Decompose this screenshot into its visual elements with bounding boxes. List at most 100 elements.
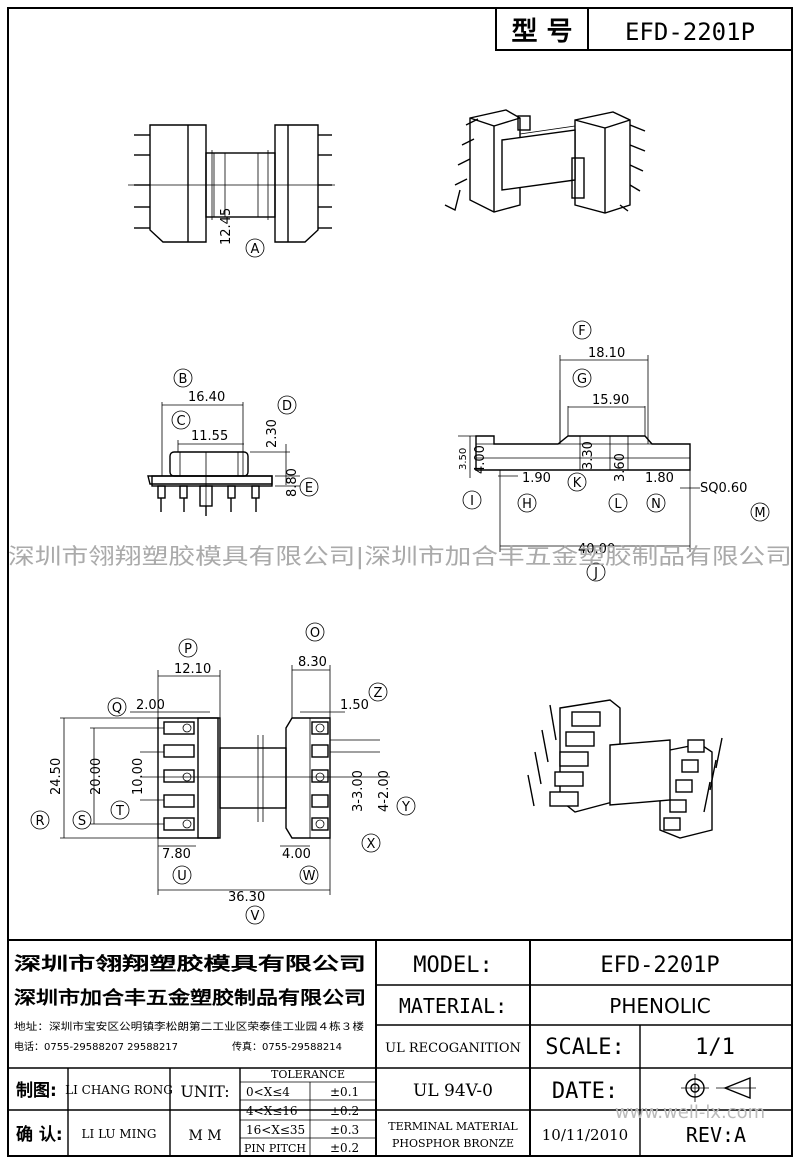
label-T: T <box>110 800 130 820</box>
svg-text:O: O <box>310 626 320 641</box>
svg-text:Q: Q <box>112 701 122 716</box>
label-J: J <box>586 562 606 582</box>
label-Y: Y <box>396 796 416 816</box>
dim-1-80: 1.80 <box>645 471 674 486</box>
svg-text:C: C <box>176 414 185 429</box>
dim-4-00-b: 4.00 <box>282 847 311 862</box>
top-view: 12.45 A <box>128 124 335 258</box>
scale-value: 1/1 <box>695 1035 735 1060</box>
label-Q: Q <box>107 697 127 717</box>
model-label: MODEL: <box>413 953 492 978</box>
svg-text:I: I <box>470 494 474 509</box>
type-value: EFD-2201P <box>625 18 755 46</box>
drawn-by: LI CHANG RONG <box>65 1083 173 1097</box>
dim-15-90: 15.90 <box>592 393 629 408</box>
dim-1-90: 1.90 <box>522 471 551 486</box>
label-E: E <box>299 477 319 497</box>
label-I: I <box>462 490 482 510</box>
svg-text:S: S <box>78 814 86 829</box>
tol-range-2: 4<X≤16 <box>246 1104 298 1118</box>
label-C: C <box>171 410 191 430</box>
label-W: W <box>299 865 319 885</box>
label-V: V <box>245 905 265 925</box>
svg-text:T: T <box>115 804 124 819</box>
label-S: S <box>72 810 92 830</box>
dim-3-30: 3.30 <box>581 441 596 470</box>
tol-value-1: ±0.1 <box>330 1085 359 1099</box>
side-view: 16.40 11.55 2.30 8.80 B C D E <box>147 368 319 516</box>
svg-text:E: E <box>305 481 313 496</box>
isometric-view-bottom <box>527 699 723 839</box>
title-block: 深圳市翎翔塑胶模具有限公司 深圳市加合丰五金塑胶制品有限公司 地址：深圳市宝安区… <box>8 939 792 1156</box>
dim-8-80: 8.80 <box>285 468 300 497</box>
front-view: 18.10 15.90 3.50 4.00 1.90 3.30 3.60 1.8… <box>458 320 770 582</box>
dim-40-00: 40.00 <box>578 542 615 557</box>
tol-value-4: ±0.2 <box>330 1141 359 1155</box>
svg-text:D: D <box>282 399 292 414</box>
dim-12-45: 12.45 <box>219 208 234 245</box>
label-K: K <box>567 472 587 492</box>
dim-20-00: 20.00 <box>89 758 104 795</box>
svg-text:M: M <box>754 506 765 521</box>
dim-18-10: 18.10 <box>588 346 625 361</box>
dim-4-00: 4.00 <box>473 445 488 474</box>
type-label: 型 号 <box>511 17 572 47</box>
svg-text:A: A <box>251 242 260 257</box>
material-value: PHENOLIC <box>609 994 710 1018</box>
drawn-label: 制图: <box>16 1080 57 1101</box>
dim-3-60: 3.60 <box>613 453 628 482</box>
tol-range-4: PIN PITCH <box>244 1142 306 1155</box>
svg-text:W: W <box>303 869 316 884</box>
tol-value-2: ±0.2 <box>330 1104 359 1118</box>
svg-text:J: J <box>593 566 598 581</box>
revision: REV:A <box>686 1123 746 1147</box>
company-address: 地址：深圳市宝安区公明镇李松朗第二工业区荣泰佳工业园４栋３楼 <box>14 1020 364 1033</box>
checked-by: LI LU MING <box>82 1127 157 1141</box>
unit-value: M M <box>188 1128 221 1144</box>
label-M: M <box>750 502 770 522</box>
dim-36-30: 36.30 <box>228 890 265 905</box>
label-H: H <box>517 493 537 513</box>
date-value: 10/11/2010 <box>542 1126 628 1144</box>
dim-7-80: 7.80 <box>162 847 191 862</box>
svg-text:N: N <box>651 497 661 512</box>
material-label: MATERIAL: <box>399 994 507 1018</box>
tol-value-3: ±0.3 <box>330 1123 359 1137</box>
svg-text:H: H <box>522 497 532 512</box>
dim-16-40: 16.40 <box>188 390 225 405</box>
isometric-view-top <box>444 109 646 214</box>
dim-11-55: 11.55 <box>191 429 228 444</box>
svg-text:V: V <box>251 909 260 924</box>
terminal-label: TERMINAL MATERIAL <box>388 1120 518 1133</box>
svg-text:K: K <box>573 476 582 491</box>
ul-label: UL RECOGANITION <box>385 1041 521 1056</box>
dim-1-50: 1.50 <box>340 698 369 713</box>
label-N: N <box>646 493 666 513</box>
unit-label: UNIT: <box>180 1082 229 1101</box>
label-A: A <box>245 238 265 258</box>
bottom-view: 12.10 8.30 2.00 1.50 24.50 20.00 10.00 3… <box>30 622 416 925</box>
svg-text:B: B <box>179 372 188 387</box>
tol-range-1: 0<X≤4 <box>246 1085 290 1099</box>
svg-text:U: U <box>177 869 187 884</box>
label-U: U <box>172 865 192 885</box>
label-F: F <box>572 320 592 340</box>
dim-2-00: 2.00 <box>136 698 165 713</box>
watermark-url: www.well-lx.com <box>615 1102 765 1123</box>
tol-range-3: 16<X≤35 <box>246 1123 305 1137</box>
terminal-value: PHOSPHOR BRONZE <box>392 1137 514 1150</box>
date-label: DATE: <box>552 1079 618 1104</box>
svg-text:Y: Y <box>401 800 410 815</box>
svg-text:Z: Z <box>374 686 383 701</box>
tolerance-title: TOLERANCE <box>271 1068 345 1081</box>
dim-8-30: 8.30 <box>298 655 327 670</box>
dim-24-50: 24.50 <box>49 758 64 795</box>
company-name-2: 深圳市加合丰五金塑胶制品有限公司 <box>14 987 366 1009</box>
checked-label: 确 认: <box>16 1124 63 1145</box>
ul-value: UL 94V-0 <box>413 1081 493 1101</box>
company-watermark-line: 深圳市翎翔塑胶模具有限公司|深圳市加合丰五金塑胶制品有限公司 <box>8 545 792 570</box>
scale-label: SCALE: <box>545 1035 624 1060</box>
label-G: G <box>572 368 592 388</box>
projection-symbol-icon <box>681 1074 756 1102</box>
